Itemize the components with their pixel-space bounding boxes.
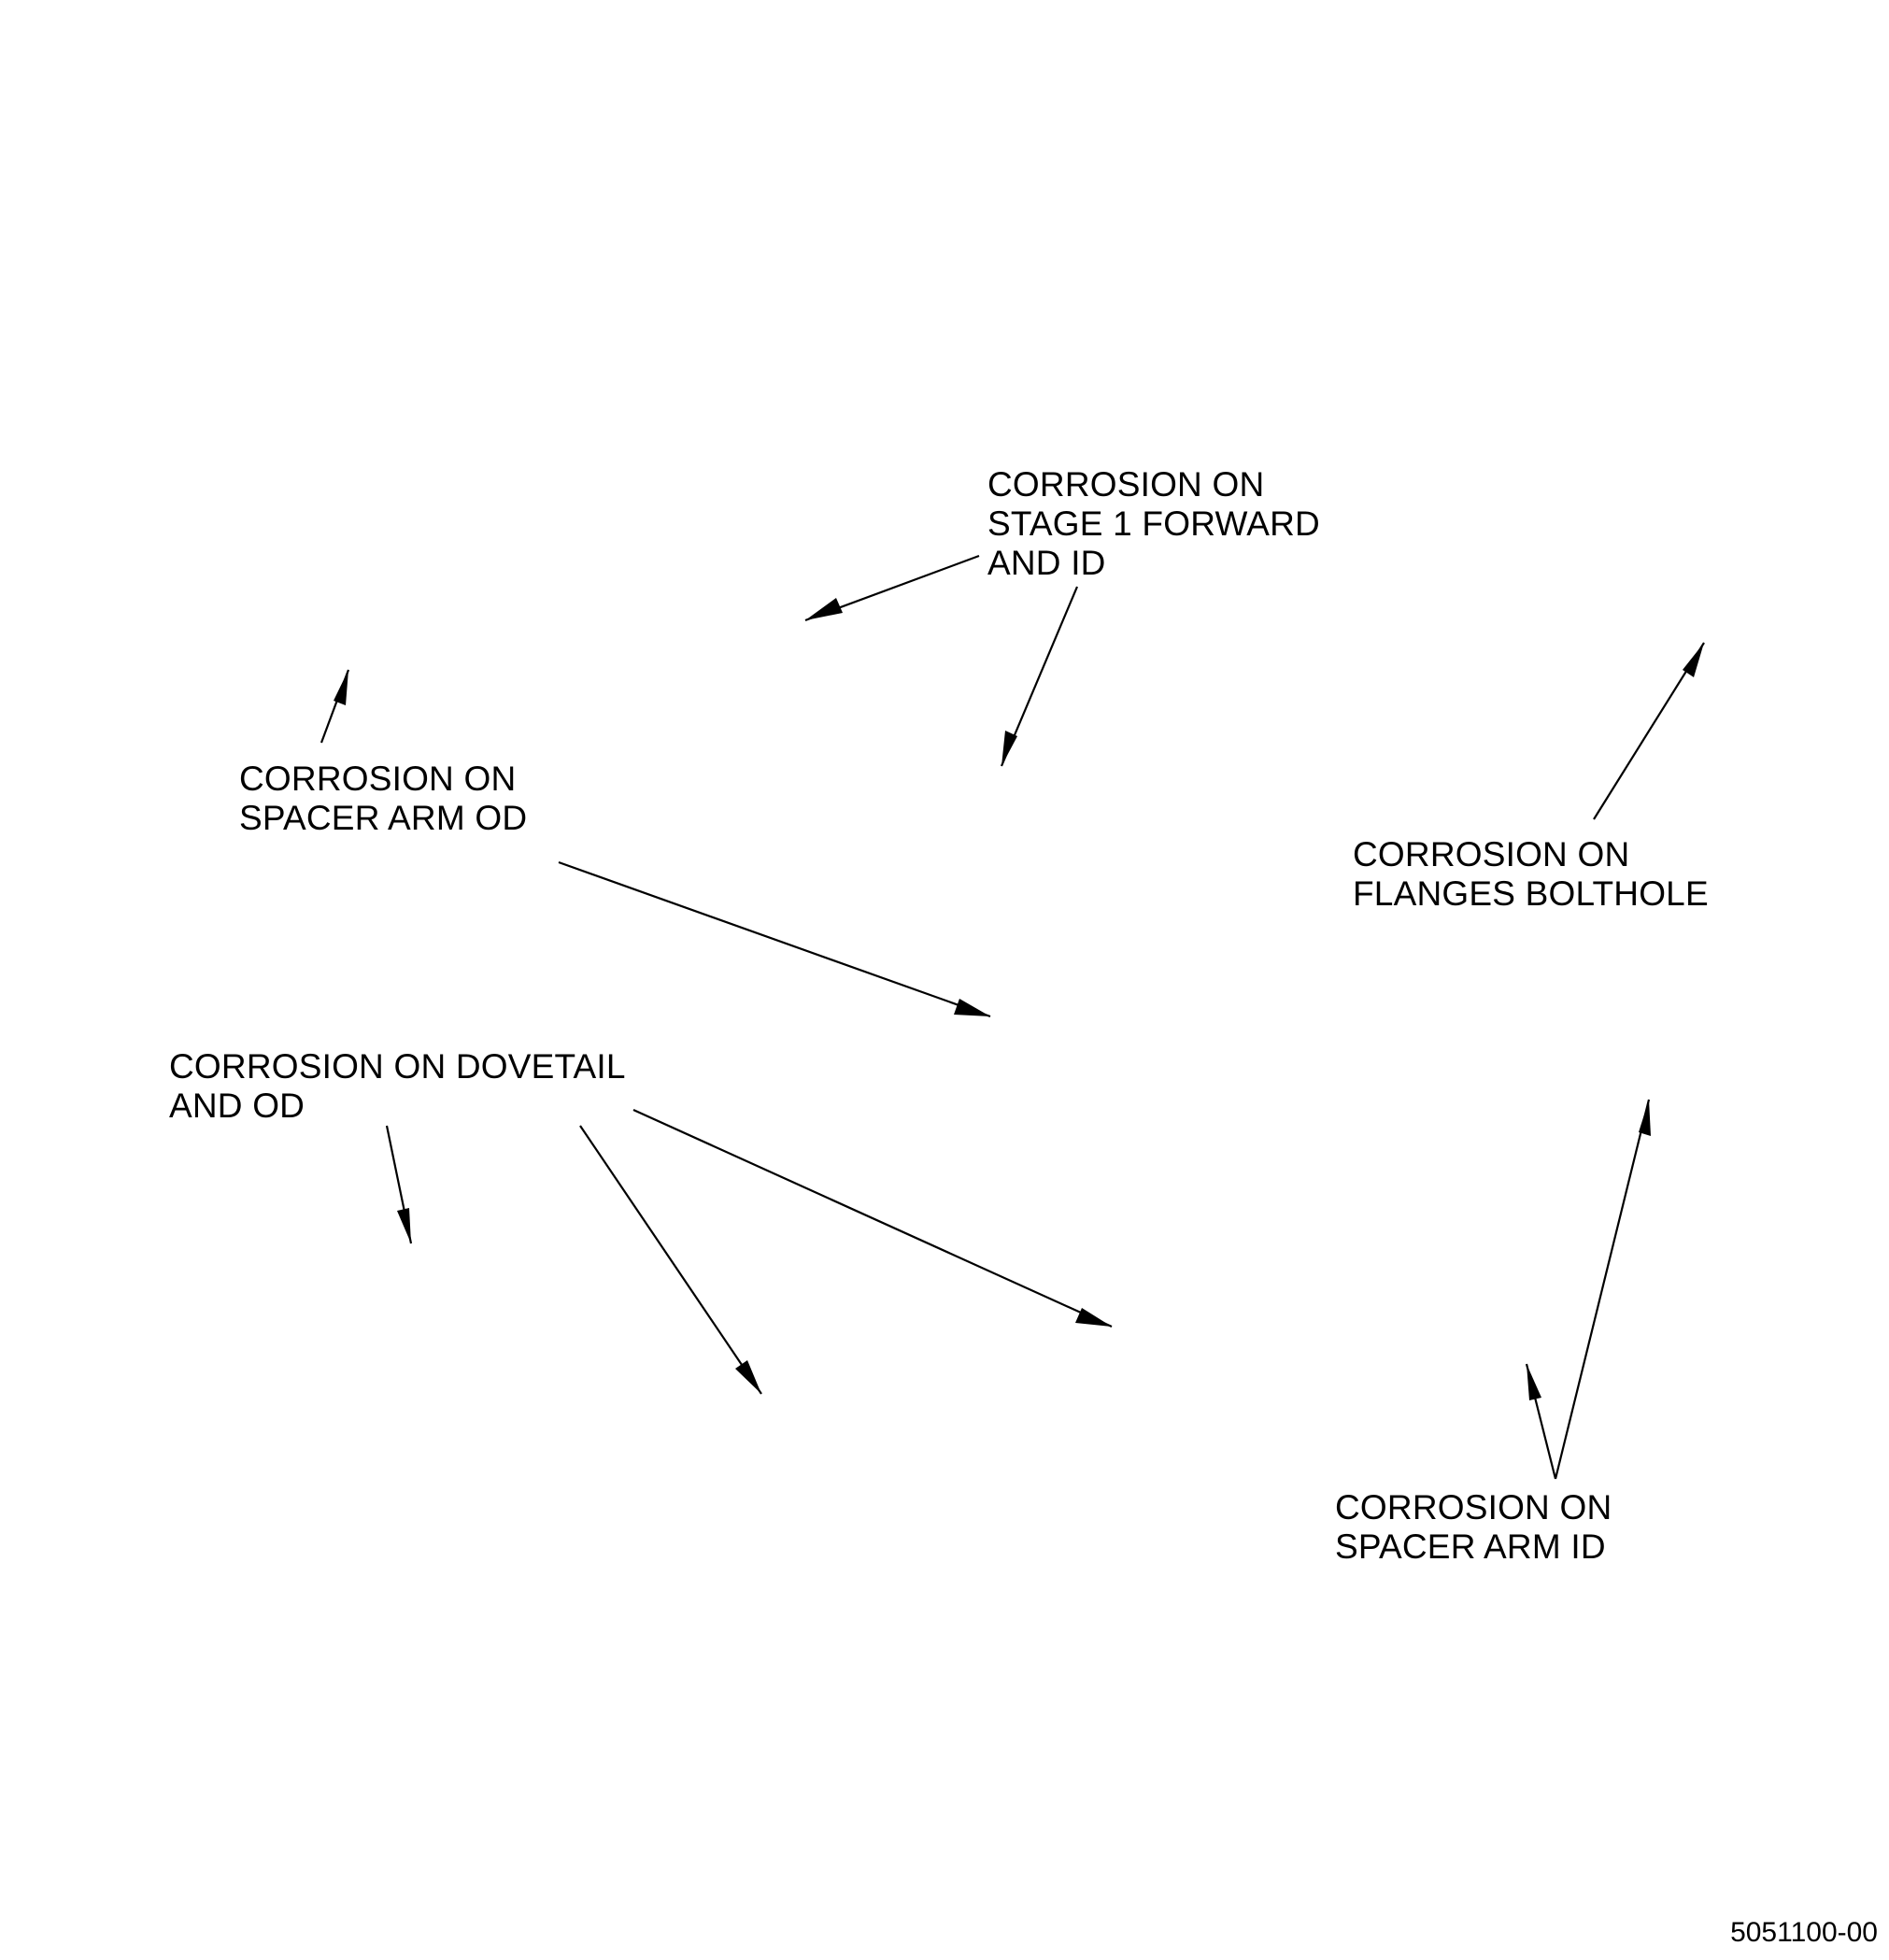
callout-line: SPACER ARM OD [239,799,528,837]
arrowhead-spacer-id-short [1527,1364,1541,1400]
leader-spacer-id-long [1554,1099,1651,1480]
callout-flanges-bolthole: CORROSION ON FLANGES BOLTHOLE [1353,835,1709,914]
callout-line: STAGE 1 FORWARD [987,504,1320,543]
callout-line: AND OD [169,1087,305,1125]
arrowhead-spacer-id-long [1639,1100,1651,1136]
leader-dovetail-mid [579,1125,762,1395]
callout-line: SPACER ARM ID [1335,1527,1606,1566]
arrowhead-spacer-od-right [954,999,990,1016]
arrowhead-dovetail-mid [735,1360,761,1394]
callout-line: FLANGES BOLTHOLE [1353,874,1709,913]
callout-dovetail-od: CORROSION ON DOVETAIL AND OD [169,1047,626,1126]
arrowhead-dovetail-long [1075,1308,1112,1327]
callout-line: CORROSION ON [987,465,1265,504]
leader-dovetail-long [632,1108,1113,1328]
callout-line: CORROSION ON [1353,835,1630,873]
callout-line: AND ID [987,544,1106,582]
callout-spacer-arm-od: CORROSION ON SPACER ARM OD [239,760,527,838]
arrowhead-stage1-down [1001,731,1017,766]
leader-flanges-up [1593,642,1705,820]
callout-line: CORROSION ON [1335,1488,1612,1527]
arrowhead-stage1-left [805,598,843,620]
callout-stage1-forward-id: CORROSION ON STAGE 1 FORWARD AND ID [987,465,1320,583]
arrowhead-dovetail-short [397,1208,411,1243]
callout-line: CORROSION ON DOVETAIL [169,1047,626,1086]
arrowhead-flanges-up [1683,643,1704,677]
leader-spacer-od-right [558,860,991,1018]
callout-line: CORROSION ON [239,760,517,798]
arrowhead-spacer-od-up [334,670,348,705]
figure-number: 5051100-00 [1730,1917,1878,1948]
callout-spacer-arm-id: CORROSION ON SPACER ARM ID [1335,1488,1612,1567]
